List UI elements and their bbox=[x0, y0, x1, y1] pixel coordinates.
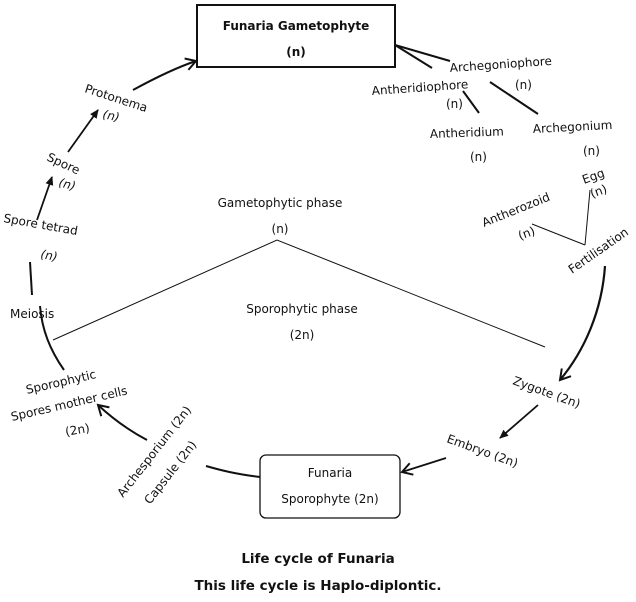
embryo-label: Embryo (2n) bbox=[445, 432, 520, 471]
zygote-label: Zygote (2n) bbox=[511, 374, 582, 411]
meiosis-label: Meiosis bbox=[10, 307, 54, 321]
antheridium-label: Antheridium bbox=[430, 124, 504, 141]
connector-antheridiophore bbox=[394, 44, 433, 69]
connector-egg bbox=[584, 189, 591, 246]
sporophyte-box: Funaria Sporophyte (2n) bbox=[259, 454, 401, 519]
antheridium-ploidy: (n) bbox=[470, 150, 487, 164]
sporophyte-subtitle: Sporophyte (2n) bbox=[281, 492, 378, 506]
arrow-archesporium-to-spore-mother-cells bbox=[96, 403, 148, 441]
arrow-fertilisation-to-zygote bbox=[558, 265, 607, 382]
caption-subtitle: This life cycle is Haplo-diplontic. bbox=[194, 578, 441, 594]
archegoniophore-ploidy: (n) bbox=[515, 78, 532, 92]
antherozoid-label: Antherozoid bbox=[480, 190, 552, 230]
sporophytic-phase-ploidy: (2n) bbox=[290, 328, 315, 342]
connector-archegonium bbox=[489, 81, 539, 115]
antherozoid-ploidy: (n) bbox=[516, 224, 537, 243]
connector-antheridium bbox=[462, 90, 480, 114]
connector-antherozoid bbox=[531, 223, 586, 246]
fertilisation-label: Fertilisation bbox=[566, 225, 631, 277]
spore-mother-cells-ploidy: (2n) bbox=[64, 421, 91, 439]
spore-tetrad-label: Spore tetrad bbox=[2, 211, 78, 238]
connector-sporophyte-to-capsule bbox=[205, 465, 261, 478]
arrow-protonema-to-gametophyte bbox=[132, 57, 198, 91]
archegoniophore-label: Archegoniophore bbox=[449, 54, 552, 75]
gametophyte-box: Funaria Gametophyte (n) bbox=[196, 4, 396, 68]
gametophytic-phase-ploidy: (n) bbox=[272, 222, 289, 236]
sporophyte-title: Funaria bbox=[308, 466, 352, 480]
caption-title: Life cycle of Funaria bbox=[241, 551, 394, 567]
gametophyte-ploidy: (n) bbox=[286, 45, 306, 59]
connector-spore-mother-cells-to-meiosis bbox=[39, 305, 65, 371]
archegonium-label: Archegonium bbox=[532, 118, 612, 136]
connector-meiosis-to-spore-tetrad bbox=[29, 261, 33, 296]
egg-ploidy: (n) bbox=[588, 182, 609, 201]
connector-archegoniophore bbox=[394, 44, 451, 62]
arrow-spore-tetrad-to-spore bbox=[36, 176, 54, 221]
gametophytic-phase-label: Gametophytic phase bbox=[218, 196, 343, 210]
spore-label: Spore bbox=[45, 150, 82, 177]
spore-ploidy: (n) bbox=[57, 175, 77, 193]
spore-tetrad-ploidy: (n) bbox=[39, 247, 58, 264]
sporophytic-phase-label: Sporophytic phase bbox=[246, 302, 358, 316]
arrow-zygote-to-embryo bbox=[499, 404, 539, 439]
arrow-spore-to-protonema bbox=[67, 109, 99, 153]
antheridiophore-label: Antheridiophore bbox=[371, 77, 468, 98]
protonema-ploidy: (n) bbox=[101, 107, 121, 124]
archegonium-ploidy: (n) bbox=[583, 144, 600, 158]
antheridiophore-ploidy: (n) bbox=[446, 97, 463, 111]
phase-divider-line bbox=[52, 239, 546, 348]
arrow-embryo-to-sporophyte bbox=[400, 457, 447, 476]
gametophyte-title: Funaria Gametophyte bbox=[223, 19, 370, 33]
